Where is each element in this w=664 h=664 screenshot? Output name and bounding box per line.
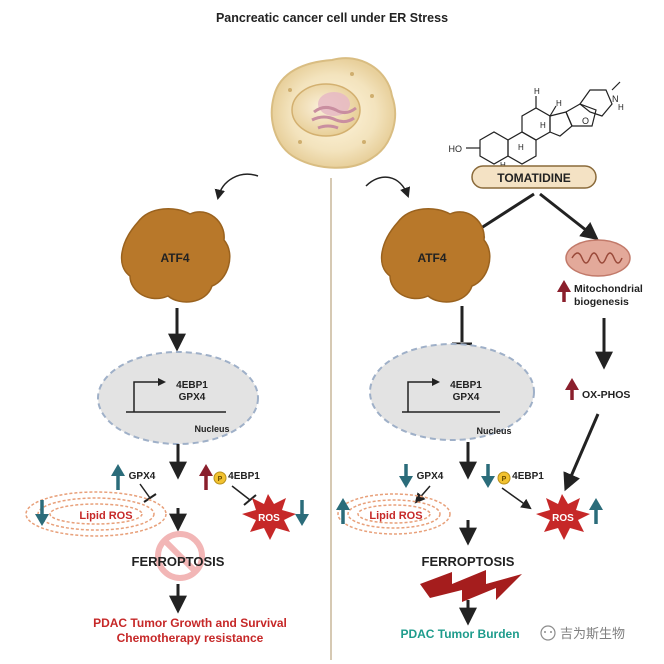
left-curved-arrow	[214, 173, 259, 201]
tomatidine-structure	[466, 81, 621, 165]
right-4ebp1-to-ros-arrow	[501, 487, 532, 510]
lightning-icon	[420, 570, 522, 602]
right-gpx4-to-lipid-arrow	[414, 485, 431, 504]
left-nucleus: 4EBP1 GPX4 Nucleus	[97, 351, 259, 445]
left-ros-burst: ROS	[242, 494, 296, 540]
cancer-cell-icon	[270, 57, 397, 169]
mito-up-arrow	[557, 280, 571, 302]
left-gpx4-inhibit	[139, 483, 151, 499]
left-phospho-label: P	[218, 476, 223, 483]
left-4ebp1-label: 4EBP1	[228, 471, 260, 482]
right-nucleus: 4EBP1 GPX4 Nucleus	[369, 343, 535, 441]
right-lipid-ros-label: Lipid ROS	[369, 510, 422, 522]
oxphos-label: OX-PHOS	[582, 389, 630, 401]
figure-title: Pancreatic cancer cell under ER Stress	[216, 11, 448, 25]
right-4ebp1-down-arrow	[481, 464, 495, 488]
right-gene-gpx4: GPX4	[453, 392, 480, 403]
right-ferroptosis-label: FERROPTOSIS	[422, 554, 515, 569]
right-lipid-ros: Lipid ROS	[337, 493, 451, 535]
left-phospho-badge	[213, 471, 227, 485]
tomatidine-h1: H	[518, 143, 524, 152]
left-promoter-arrow	[126, 381, 226, 413]
left-lipid-ros: Lipid ROS	[25, 491, 167, 537]
oxphos-to-ros-arrow	[563, 413, 600, 492]
left-gene-4ebp1: 4EBP1	[176, 380, 208, 391]
left-lipid-ros-label: Lipid ROS	[79, 510, 132, 522]
left-ros-label: ROS	[258, 513, 280, 524]
right-4ebp1-label: 4EBP1	[512, 471, 544, 482]
right-gpx4-down-arrow	[399, 464, 413, 488]
tomatidine-o: O	[582, 116, 589, 126]
watermark-text: 吉为斯生物	[560, 626, 625, 641]
left-gene-gpx4: GPX4	[179, 392, 206, 403]
tomatidine-h3: H	[556, 99, 562, 108]
tomatidine-h2: H	[540, 121, 546, 130]
left-atf4-label: ATF4	[160, 251, 189, 265]
left-lipid-down-arrow	[35, 500, 49, 526]
tomatidine-h6: H	[618, 103, 624, 112]
right-curved-arrow	[365, 176, 411, 198]
tomatidine-ho: HO	[449, 144, 463, 154]
left-ferroptosis-label: FERROPTOSIS	[132, 554, 225, 569]
left-outcome-line2: Chemotherapy resistance	[117, 631, 264, 645]
tomatidine-n: N	[612, 94, 619, 104]
right-ros-burst: ROS	[536, 494, 590, 540]
right-gpx4-label: GPX4	[417, 471, 444, 482]
tomatidine-inhibit-atf4	[477, 192, 535, 232]
right-phospho-label: P	[502, 476, 507, 483]
right-phospho-badge	[497, 471, 511, 485]
right-ros-label: ROS	[552, 513, 574, 524]
left-gpx4-up-arrow	[111, 464, 125, 490]
right-lipid-up-arrow	[336, 498, 350, 524]
oxphos-up-arrow	[565, 378, 579, 400]
right-ros-up-arrow	[589, 498, 603, 524]
tomatidine-badge: TOMATIDINE	[471, 165, 597, 189]
tomatidine-to-mito-arrow	[539, 192, 599, 241]
right-nucleus-label: Nucleus	[476, 426, 511, 436]
left-nucleus-label: Nucleus	[194, 424, 229, 434]
left-atf4-protein: ATF4	[120, 208, 231, 303]
left-ros-down-arrow	[295, 500, 309, 526]
right-gene-4ebp1: 4EBP1	[450, 380, 482, 391]
mito-label-line1: Mitochondrial	[574, 283, 643, 295]
tomatidine-h4: H	[534, 87, 540, 96]
right-atf4-label: ATF4	[417, 251, 446, 265]
mitochondria-icon	[565, 239, 631, 277]
left-outcome-line1: PDAC Tumor Growth and Survival	[93, 616, 287, 630]
left-4ebp1-up-arrow	[199, 464, 213, 490]
right-atf4-protein: ATF4	[380, 208, 491, 303]
watermark: 吉为斯生物	[540, 625, 625, 641]
right-outcome-label: PDAC Tumor Burden	[400, 627, 519, 641]
left-gpx4-label: GPX4	[129, 471, 156, 482]
left-blocked-icon	[155, 531, 205, 581]
mito-label-line2: biogenesis	[574, 296, 629, 308]
right-promoter-arrow	[402, 381, 500, 413]
tomatidine-label: TOMATIDINE	[497, 171, 571, 185]
